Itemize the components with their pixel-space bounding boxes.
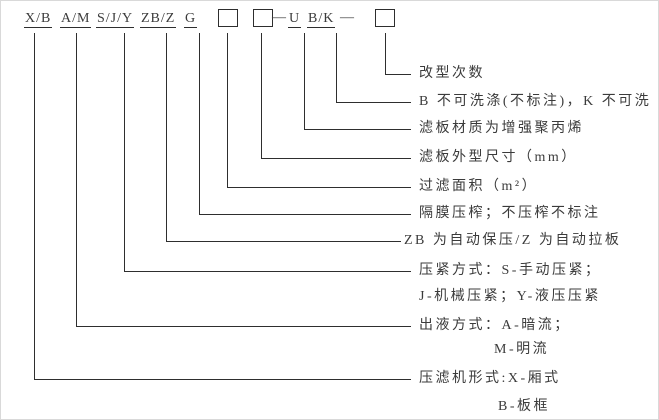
- label-discharge-mode: 出液方式：A-暗流；: [419, 318, 571, 333]
- connector-hline-discharge-mode: [76, 326, 411, 327]
- code-diaphragm-press: G: [184, 11, 198, 28]
- label-discharge-mode-cont: M-明流: [494, 342, 550, 357]
- label-pressing-mode-cont: J-机械压紧；Y-液压压紧: [419, 289, 601, 304]
- dash-separator-1: —: [272, 10, 286, 25]
- connector-hline-diaphragm-press: [199, 214, 411, 215]
- connector-vline-pressing-mode: [124, 33, 125, 271]
- code-pressing-mode: S/J/Y: [96, 11, 135, 28]
- connector-hline-filter-area: [227, 187, 411, 188]
- label-automation-mode: ZB 为自动保压/Z 为自动拉板: [404, 233, 622, 248]
- connector-vline-discharge-mode: [76, 33, 77, 326]
- connector-hline-plate-material: [304, 129, 411, 130]
- connector-vline-filter-area: [227, 33, 228, 187]
- label-plate-size: 滤板外型尺寸（mm）: [419, 150, 578, 165]
- code-washability: B/K: [307, 11, 336, 28]
- dash-separator-2: —: [340, 10, 354, 25]
- connector-vline-automation-mode: [166, 33, 167, 241]
- spec-box-filter-area: [218, 9, 238, 27]
- connector-hline-filter-press-type: [34, 379, 411, 380]
- connector-vline-washability: [336, 33, 337, 102]
- connector-vline-diaphragm-press: [199, 33, 200, 214]
- label-washability: B 不可洗涤(不标注)，K 不可洗: [419, 94, 652, 109]
- code-automation-mode: ZB/Z: [140, 11, 177, 28]
- label-plate-material: 滤板材质为增强聚丙烯: [419, 121, 584, 136]
- connector-vline-plate-size: [261, 33, 262, 158]
- label-pressing-mode: 压紧方式：S-手动压紧；: [419, 263, 602, 278]
- label-diaphragm-press: 隔膜压榨；不压榨不标注: [419, 206, 601, 221]
- label-filter-press-type-cont: B-板框: [498, 399, 550, 414]
- connector-vline-plate-material: [304, 33, 305, 129]
- label-filter-press-type: 压滤机形式:X-厢式: [419, 371, 561, 386]
- code-plate-material: U: [288, 11, 302, 28]
- connector-vline-modification: [385, 33, 386, 74]
- label-modification-count: 改型次数: [419, 66, 485, 81]
- connector-hline-automation-mode: [166, 241, 401, 242]
- connector-hline-washability: [336, 102, 411, 103]
- label-filter-area: 过滤面积（m²）: [419, 179, 539, 194]
- code-filter-press-type: X/B: [24, 11, 53, 28]
- spec-box-modification: [375, 9, 395, 27]
- connector-vline-filter-press-type: [34, 33, 35, 379]
- code-discharge-mode: A/M: [60, 11, 92, 28]
- connector-hline-modification: [385, 74, 411, 75]
- connector-hline-pressing-mode: [124, 271, 411, 272]
- connector-hline-plate-size: [261, 158, 411, 159]
- spec-box-plate-size: [253, 9, 273, 27]
